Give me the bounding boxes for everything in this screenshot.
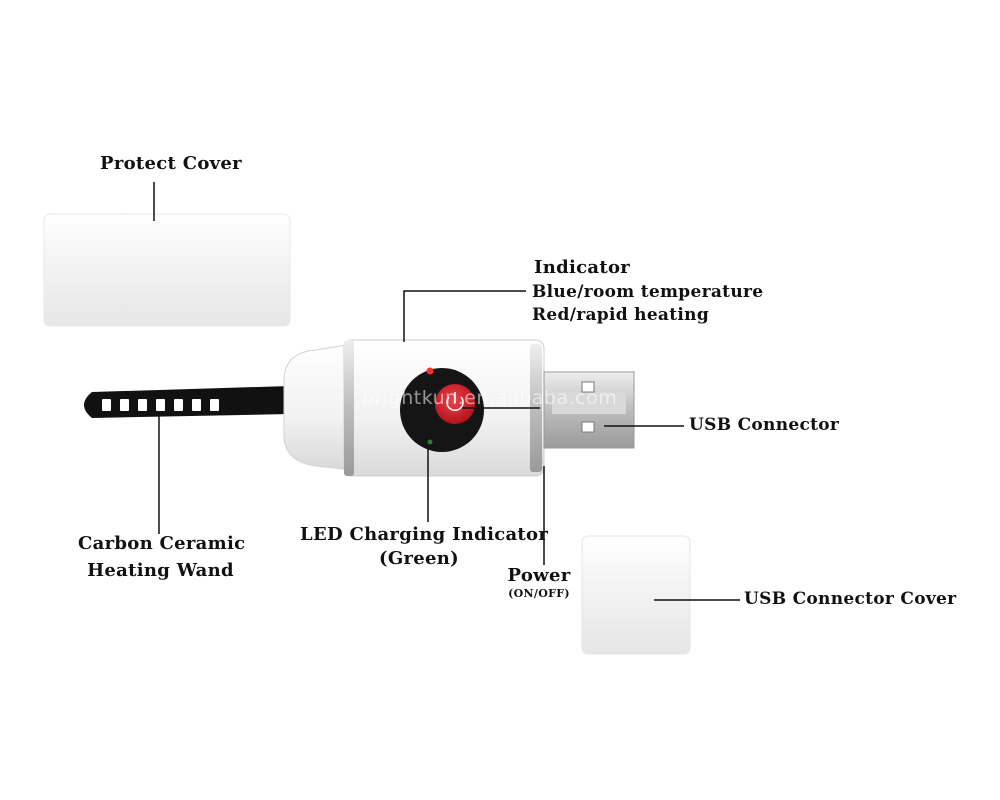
led-charging-line2: (Green) <box>379 548 459 569</box>
power-label-sub: (ON/OFF) <box>508 587 570 600</box>
usb-connector-label: USB Connector <box>689 415 840 435</box>
charging-led <box>427 439 433 445</box>
led-charging-label: LED Charging Indicator (Green) <box>300 524 549 569</box>
indicator-red-label: Red/rapid heating <box>532 305 710 325</box>
protect-cover <box>43 213 291 327</box>
protect-cover-label: Protect Cover <box>100 153 242 174</box>
power-label: Power (ON/OFF) <box>505 565 573 600</box>
power-icon <box>446 392 464 412</box>
watermark: brightkun.en.alibaba.com <box>362 387 618 409</box>
carbon-wand-line2: Heating Wand <box>87 560 234 581</box>
indicator-led <box>426 367 434 375</box>
heating-wand <box>84 386 290 418</box>
indicator-blue-label: Blue/room temperature <box>532 282 764 302</box>
carbon-wand-label: Carbon Ceramic Heating Wand <box>78 533 246 581</box>
body-band-left <box>344 340 354 476</box>
carbon-wand-line1: Carbon Ceramic <box>78 533 246 554</box>
usb-cover-label: USB Connector Cover <box>744 589 957 609</box>
usb-connector <box>543 371 635 449</box>
leader-lines <box>153 182 740 601</box>
power-button[interactable] <box>435 384 475 424</box>
led-charging-line1: LED Charging Indicator <box>300 524 549 545</box>
indicator-title: Indicator <box>534 257 631 278</box>
body-neck <box>283 343 353 471</box>
usb-cover <box>581 535 691 655</box>
power-label-main: Power <box>507 565 571 586</box>
